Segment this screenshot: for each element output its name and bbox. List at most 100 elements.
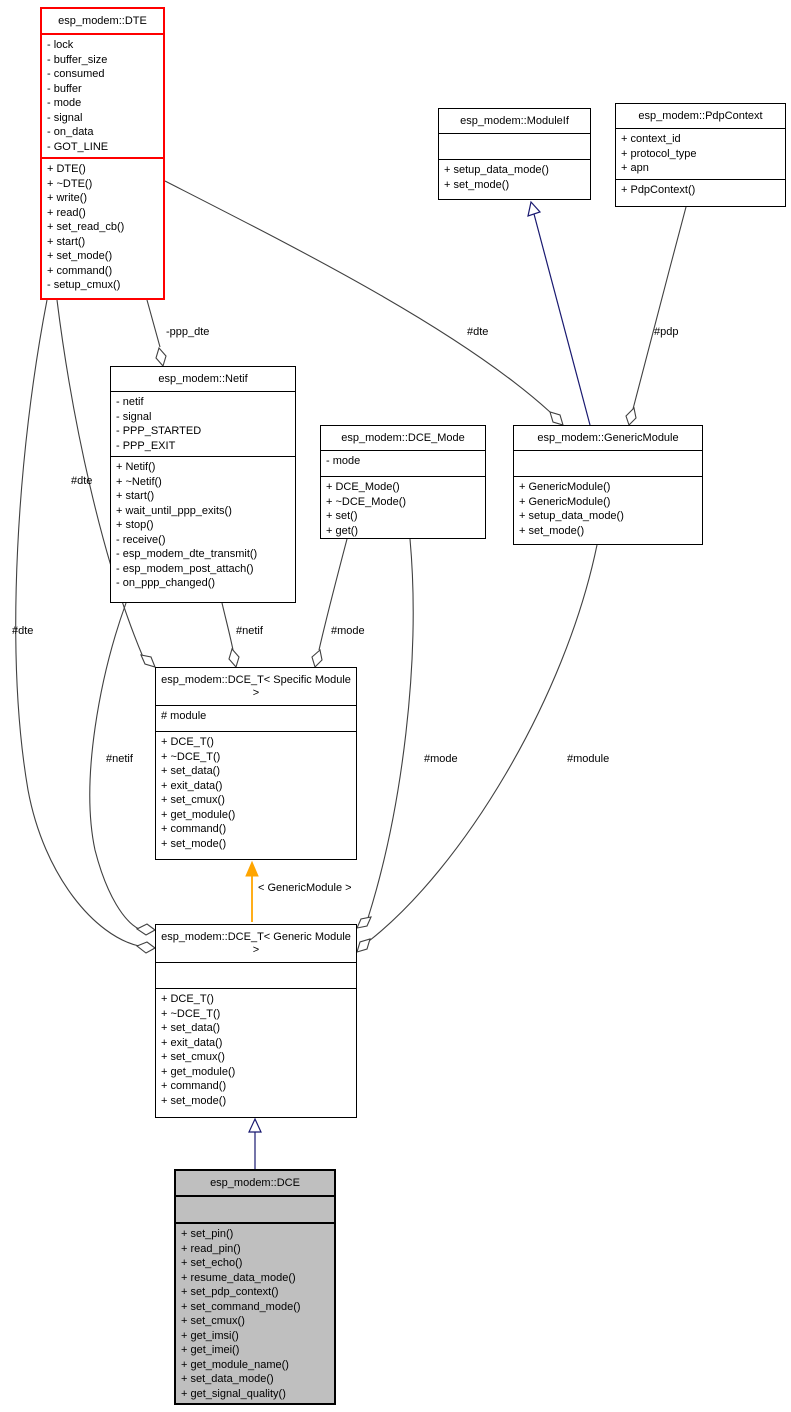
- aggregation-diamond-mode-specific: [311, 648, 323, 669]
- attribute: - mode: [326, 455, 361, 467]
- class-title: esp_modem::DCE: [210, 1177, 300, 1189]
- aggregation-diamond-pdp: [625, 406, 637, 427]
- methods-section: + setup_data_mode() + set_mode(): [439, 159, 590, 199]
- method: + setup_data_mode(): [519, 510, 624, 522]
- method: + start(): [47, 235, 86, 248]
- method: + command(): [161, 823, 227, 835]
- method: + get_module_name(): [181, 1358, 289, 1371]
- method: + DCE_T(): [161, 993, 214, 1005]
- class-title: esp_modem::ModuleIf: [460, 115, 569, 127]
- method: + DTE(): [47, 163, 86, 175]
- method: + start(): [116, 490, 155, 502]
- edge-netif-generic-t: [89, 602, 140, 930]
- attribute: - lock: [47, 39, 74, 51]
- method: + setup_data_mode(): [444, 164, 549, 176]
- attributes-section: - lock - buffer_size - consumed - buffer…: [42, 33, 163, 157]
- method: + PdpContext(): [621, 183, 696, 196]
- edge-label-template-instantiation: < GenericModule >: [258, 882, 352, 894]
- aggregation-diamond-netif-specific: [228, 647, 240, 669]
- method: + resume_data_mode(): [181, 1271, 296, 1284]
- edge-label-module: #module: [567, 753, 610, 765]
- edge-label-mode-specific: #mode: [331, 625, 365, 637]
- class-title: esp_modem::DTE: [58, 15, 147, 27]
- aggregation-diamond-ppp-dte: [155, 346, 167, 368]
- method: + get_imsi(): [181, 1329, 239, 1342]
- class-title: esp_modem::DCE_Mode: [341, 432, 465, 444]
- edge-mode-generic-t: [367, 538, 414, 919]
- method: + set_cmux(): [161, 794, 225, 806]
- method: + set_mode(): [161, 1094, 227, 1107]
- method: + set_echo(): [181, 1257, 243, 1269]
- method: + ~DCE_Mode(): [326, 495, 407, 508]
- methods-section: + DCE_Mode() + ~DCE_Mode() + set() + get…: [321, 476, 485, 541]
- aggregation-diamond-dte-genericmodule: [549, 411, 564, 426]
- method: - esp_modem_post_attach(): [116, 562, 254, 575]
- attributes-section: - netif - signal - PPP_STARTED - PPP_EXI…: [111, 391, 295, 456]
- attribute: - consumed: [47, 68, 105, 80]
- edge-label-ppp-dte: -ppp_dte: [166, 326, 210, 338]
- class-box-dce[interactable]: esp_modem::DCE + set_pin() + read_pin() …: [174, 1169, 336, 1405]
- aggregation-diamond-netif-generic-t: [135, 923, 157, 936]
- method: + ~Netif(): [116, 475, 162, 488]
- method: - on_ppp_changed(): [116, 577, 216, 589]
- method: + ~DCE_T(): [161, 1007, 221, 1020]
- method: + Netif(): [116, 461, 156, 473]
- attribute: - buffer: [47, 82, 82, 95]
- attribute: - netif: [116, 396, 144, 408]
- method: + command(): [161, 1080, 227, 1092]
- class-box-dte[interactable]: esp_modem::DTE - lock - buffer_size - co…: [40, 7, 165, 300]
- method: + set_read_cb(): [47, 221, 125, 233]
- attribute: + protocol_type: [621, 147, 697, 160]
- class-title: esp_modem::Netif: [158, 373, 248, 385]
- method: + set_data(): [161, 1022, 221, 1034]
- methods-section: + DCE_T() + ~DCE_T() + set_data() + exit…: [156, 988, 356, 1117]
- attribute: - PPP_EXIT: [116, 439, 176, 452]
- attribute: + context_id: [621, 133, 681, 145]
- inheritance-arrowhead-moduleif: [527, 200, 542, 217]
- class-box-dce-t-generic[interactable]: esp_modem::DCE_T< Generic Module > + DCE…: [155, 924, 357, 1118]
- edge-netif-specific: [221, 602, 234, 651]
- method: + GenericModule(): [519, 481, 611, 493]
- method: + get_imei(): [181, 1344, 240, 1356]
- method: + get(): [326, 524, 359, 537]
- class-box-dce-mode[interactable]: esp_modem::DCE_Mode - mode + DCE_Mode() …: [320, 425, 486, 539]
- methods-section: + GenericModule() + GenericModule() + se…: [514, 476, 702, 544]
- attribute: - GOT_LINE: [47, 140, 109, 153]
- attribute: + apn: [621, 162, 649, 174]
- attributes-section: + context_id + protocol_type + apn: [616, 128, 785, 179]
- method: + set_cmux(): [161, 1051, 225, 1063]
- method: + set_data_mode(): [181, 1373, 274, 1385]
- method: + set_cmux(): [181, 1315, 245, 1327]
- inheritance-arrowhead-dce-t-generic: [248, 1117, 262, 1133]
- method: + set_mode(): [161, 837, 227, 850]
- edge-label-netif-generic-t: #netif: [106, 753, 133, 765]
- method: - esp_modem_dte_transmit(): [116, 548, 258, 560]
- edge-label-pdp: #pdp: [654, 326, 679, 338]
- edge-mode-specific: [318, 538, 348, 651]
- edge-label-dte-generic-t: #dte: [12, 625, 34, 637]
- method: + ~DCE_T(): [161, 750, 221, 763]
- method: + read(): [47, 206, 86, 219]
- class-box-moduleif[interactable]: esp_modem::ModuleIf + setup_data_mode() …: [438, 108, 591, 200]
- attribute: - on_data: [47, 126, 94, 138]
- attributes-section: [439, 133, 590, 159]
- method: + set_pin(): [181, 1228, 234, 1240]
- class-box-dce-t-specific[interactable]: esp_modem::DCE_T< Specific Module > # mo…: [155, 667, 357, 860]
- edge-pdp: [632, 206, 687, 410]
- method: + get_signal_quality(): [181, 1387, 286, 1400]
- method: + command(): [47, 264, 113, 277]
- edge-dte-genericmodule: [164, 180, 551, 413]
- class-box-genericmodule[interactable]: esp_modem::GenericModule + GenericModule…: [513, 425, 703, 545]
- template-arrowhead: [245, 860, 259, 877]
- class-box-netif[interactable]: esp_modem::Netif - netif - signal - PPP_…: [110, 366, 296, 603]
- method: + set_data(): [161, 765, 221, 777]
- class-box-pdpcontext[interactable]: esp_modem::PdpContext + context_id + pro…: [615, 103, 786, 207]
- method: + exit_data(): [161, 779, 223, 792]
- method: + GenericModule(): [519, 495, 611, 508]
- method: + get_module(): [161, 1065, 236, 1078]
- edge-label-mode-generic-t: #mode: [424, 753, 458, 765]
- attribute: - signal: [116, 410, 152, 423]
- method: + write(): [47, 192, 88, 204]
- method: + set_mode(): [47, 250, 113, 262]
- attributes-section: - mode: [321, 450, 485, 476]
